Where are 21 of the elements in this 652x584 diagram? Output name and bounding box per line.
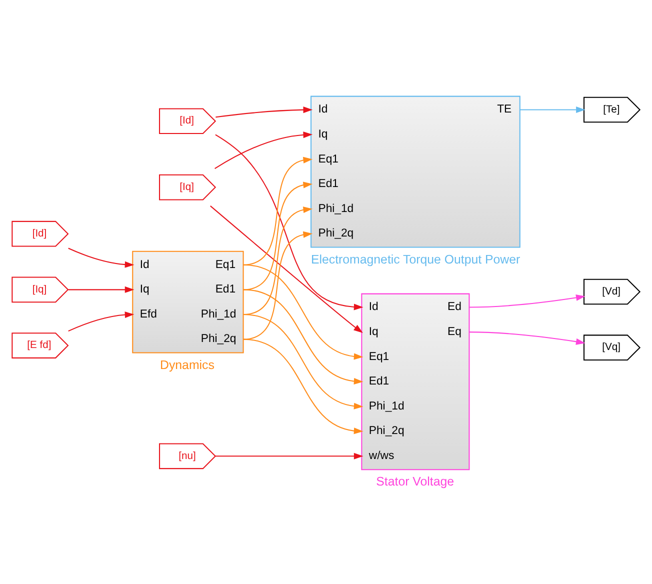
arrow [469, 332, 586, 345]
node-label: Electromagnetic Torque Output Power [311, 252, 520, 266]
arrow [243, 338, 364, 434]
arrow [243, 231, 313, 340]
arrow [216, 106, 313, 118]
node-label: Dynamics [160, 358, 214, 372]
arrow [68, 248, 134, 268]
arrow [214, 132, 313, 169]
arrow [243, 314, 364, 410]
arrow [520, 106, 586, 113]
arrow [243, 264, 364, 360]
arrow [243, 289, 364, 385]
arrow [68, 312, 134, 332]
arrow [215, 134, 364, 310]
arrow [243, 182, 313, 290]
arrow [215, 452, 364, 460]
arrow [210, 206, 363, 333]
arrow [243, 156, 313, 266]
node-label: Stator Voltage [376, 474, 454, 489]
arrow [469, 294, 586, 308]
arrow [68, 286, 134, 293]
